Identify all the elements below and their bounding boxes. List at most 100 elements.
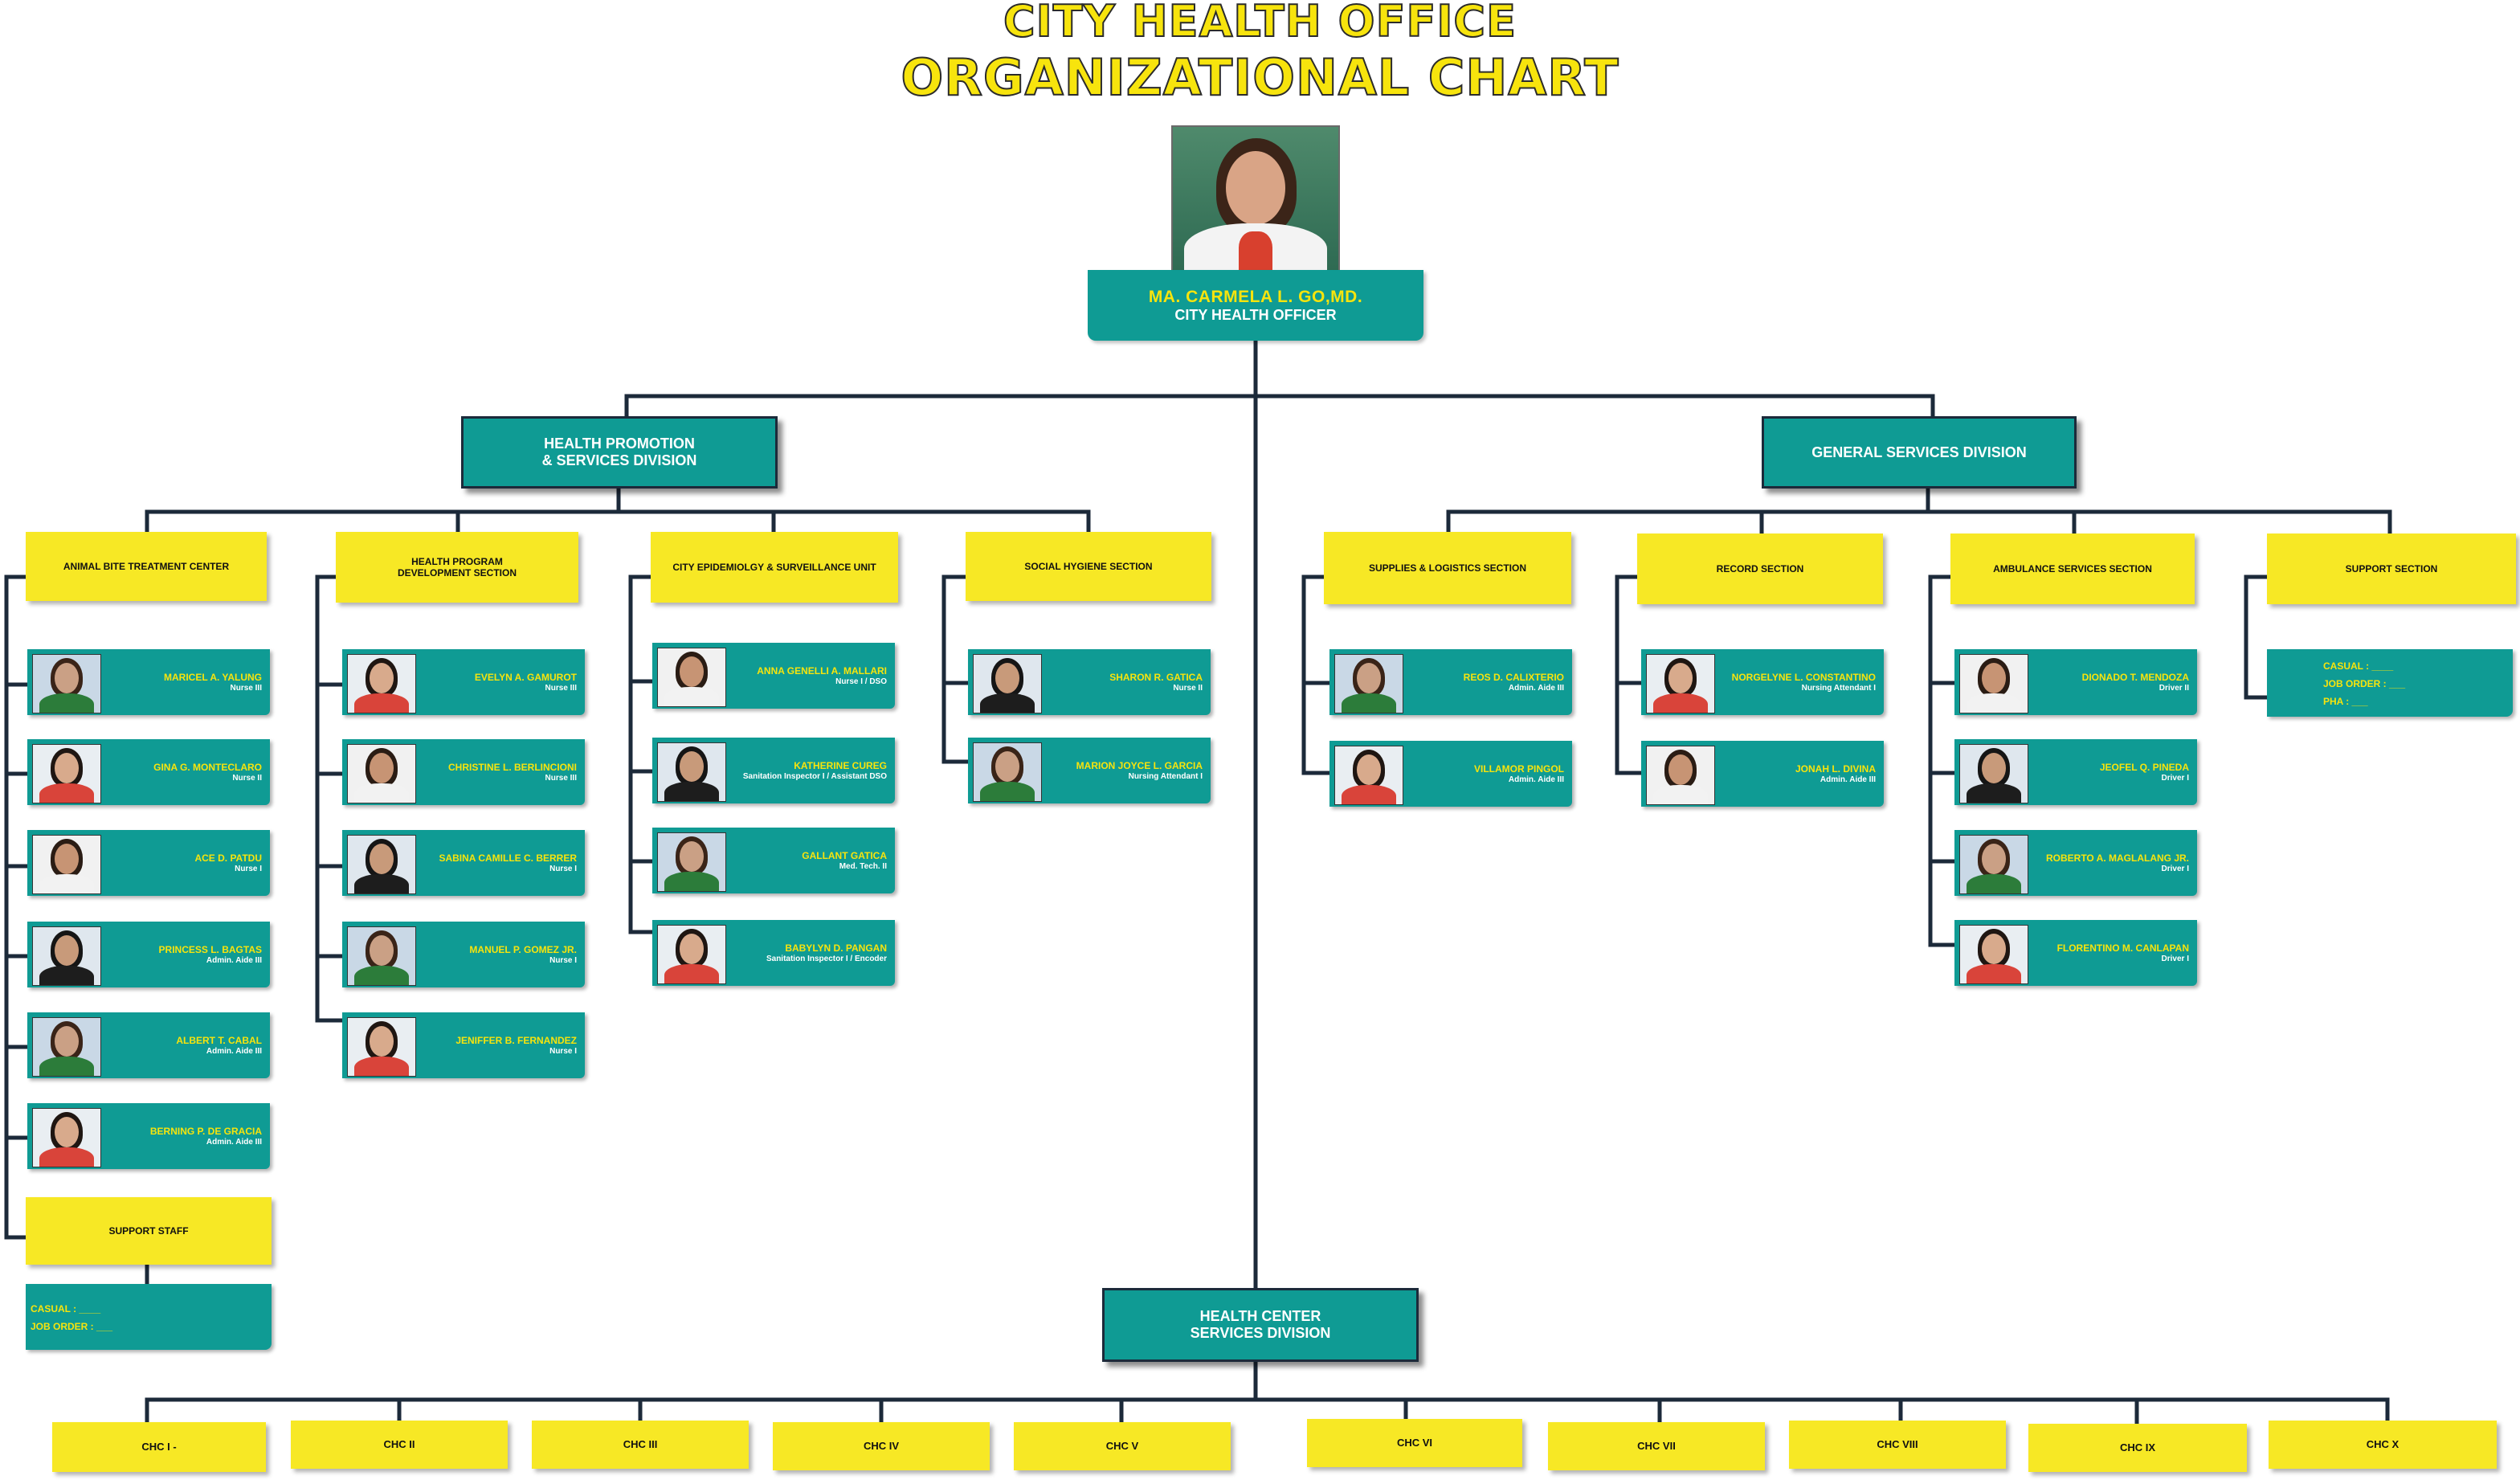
member-name: JONAH L. DIVINA xyxy=(1795,763,1876,775)
member-position: Admin. Aide III xyxy=(1820,775,1876,784)
member-position: Nurse I xyxy=(549,956,577,965)
health-center-box: CHC X xyxy=(2269,1421,2497,1469)
member-position: Nurse III xyxy=(230,684,262,693)
casual-count: CASUAL : ____ xyxy=(2323,660,2394,672)
member-name: ACE D. PATDU xyxy=(194,852,262,864)
member-photo xyxy=(32,1017,101,1077)
chief-box: MA. CARMELA L. GO,MD. CITY HEALTH OFFICE… xyxy=(1088,270,1423,341)
member-photo xyxy=(1959,925,2028,984)
member-position: Med. Tech. II xyxy=(839,862,887,871)
member-photo xyxy=(32,926,101,986)
member-position: Driver I xyxy=(2161,955,2189,963)
member-name: BERNING P. DE GRACIA xyxy=(149,1126,262,1137)
support-staff-counts: CASUAL : ____ JOB ORDER : ___ xyxy=(26,1284,272,1350)
member-name: JENIFFER B. FERNANDEZ xyxy=(455,1035,577,1046)
member-name: BABYLYN D. PANGAN xyxy=(785,942,887,954)
member-position: Driver II xyxy=(2159,684,2189,693)
member-photo xyxy=(1334,654,1403,713)
chart-title-line-1: CITY HEALTH OFFICE xyxy=(1003,0,1517,47)
member-position: Nursing Attendant I xyxy=(1801,684,1876,693)
member-card: MANUEL P. GOMEZ JR.Nurse I xyxy=(342,922,585,987)
member-position: Driver I xyxy=(2161,865,2189,873)
health-center-box: CHC I - xyxy=(52,1422,266,1472)
member-name: SHARON R. GATICA xyxy=(1109,672,1203,683)
member-name: GINA G. MONTECLARO xyxy=(153,762,262,773)
member-photo xyxy=(657,648,726,707)
member-photo xyxy=(347,744,416,803)
health-center-box: CHC IV xyxy=(773,1422,990,1470)
support-section-counts: CASUAL : ____ JOB ORDER : ___ PHA : ___ xyxy=(2267,649,2513,717)
member-name: ALBERT T. CABAL xyxy=(176,1035,262,1046)
pha-count: PHA : ___ xyxy=(2323,696,2368,707)
member-name: DIONADO T. MENDOZA xyxy=(2081,672,2189,683)
member-photo xyxy=(1646,654,1715,713)
member-position: Nurse I xyxy=(549,865,577,873)
chief-name: MA. CARMELA L. GO,MD. xyxy=(1148,287,1363,306)
health-center-division: HEALTH CENTER SERVICES DIVISION xyxy=(1102,1288,1419,1362)
member-position: Admin. Aide III xyxy=(206,1138,262,1147)
casual-count: CASUAL : ____ xyxy=(31,1303,101,1314)
member-photo xyxy=(347,926,416,986)
member-position: Nurse II xyxy=(232,774,262,783)
member-name: MARION JOYCE L. GARCIA xyxy=(1076,760,1203,771)
member-position: Nurse I xyxy=(235,865,262,873)
section-header: AMBULANCE SERVICES SECTION xyxy=(1950,534,2195,604)
member-position: Nurse I xyxy=(549,1047,577,1056)
member-name: ROBERTO A. MAGLALANG JR. xyxy=(2045,852,2189,864)
division-label: HEALTH PROMOTION & SERVICES DIVISION xyxy=(541,435,697,468)
member-photo xyxy=(32,744,101,803)
section-header: ANIMAL BITE TREATMENT CENTER xyxy=(26,532,267,601)
member-photo xyxy=(1646,746,1715,805)
member-photo xyxy=(32,654,101,713)
support-staff-header: SUPPORT STAFF xyxy=(26,1197,272,1265)
member-photo xyxy=(347,835,416,894)
member-name: JEOFEL Q. PINEDA xyxy=(2099,762,2189,773)
member-position: Sanitation Inspector I / Assistant DSO xyxy=(742,772,887,781)
job-order-count: JOB ORDER : ___ xyxy=(31,1321,113,1332)
member-position: Admin. Aide III xyxy=(1508,775,1564,784)
general-services-division: GENERAL SERVICES DIVISION xyxy=(1762,416,2077,489)
section-header: RECORD SECTION xyxy=(1637,534,1883,604)
member-photo xyxy=(32,1108,101,1167)
member-photo xyxy=(657,925,726,984)
member-photo xyxy=(32,835,101,894)
member-position: Nurse III xyxy=(545,774,577,783)
member-name: NORGELYNE L. CONSTANTINO xyxy=(1731,672,1876,683)
member-name: VILLAMOR PINGOL xyxy=(1474,763,1564,775)
chief-photo xyxy=(1171,125,1340,273)
member-name: MANUEL P. GOMEZ JR. xyxy=(469,944,577,955)
member-photo xyxy=(347,654,416,713)
health-center-box: CHC III xyxy=(532,1421,749,1469)
health-center-box: CHC VII xyxy=(1548,1422,1765,1470)
health-center-box: CHC II xyxy=(291,1421,508,1469)
member-photo xyxy=(1959,654,2028,713)
member-name: GALLANT GATICA xyxy=(802,850,887,861)
member-position: Admin. Aide III xyxy=(206,956,262,965)
member-photo xyxy=(657,742,726,802)
member-name: MARICEL A. YALUNG xyxy=(163,672,262,683)
division-label: HEALTH CENTER SERVICES DIVISION xyxy=(1190,1308,1331,1341)
member-position: Driver I xyxy=(2161,774,2189,783)
member-position: Sanitation Inspector I / Encoder xyxy=(766,955,887,963)
member-position: Admin. Aide III xyxy=(206,1047,262,1056)
health-promotion-division: HEALTH PROMOTION & SERVICES DIVISION xyxy=(461,416,778,489)
member-photo xyxy=(1959,744,2028,803)
member-photo xyxy=(973,742,1042,802)
member-card: ROBERTO A. MAGLALANG JR.Driver I xyxy=(1954,830,2197,896)
